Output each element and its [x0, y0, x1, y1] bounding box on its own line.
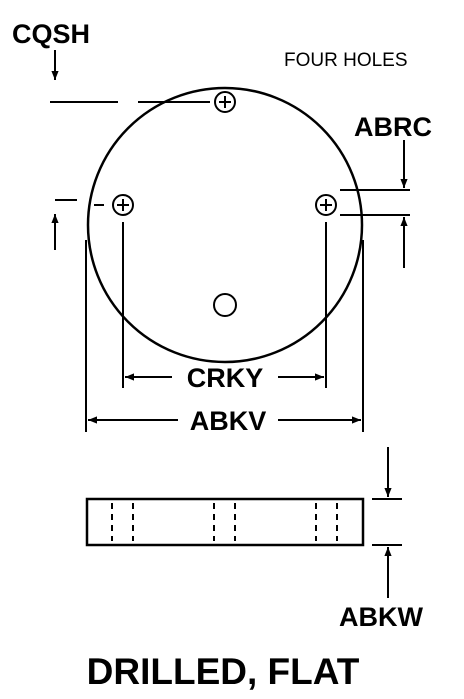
abkw-dimension — [372, 447, 402, 598]
hole-right — [315, 194, 337, 216]
disc-outline — [86, 86, 364, 364]
hole-left — [112, 194, 134, 216]
hole-bottom — [213, 293, 237, 317]
abrc-dimension — [340, 140, 410, 268]
hole-top — [214, 91, 236, 113]
abkv-dimension — [85, 240, 364, 432]
abkv-label: ABKV — [190, 406, 267, 436]
side-view-plate — [85, 497, 365, 547]
cqsh-label: CQSH — [12, 19, 90, 49]
abkw-label: ABKW — [339, 602, 423, 632]
crky-label: CRKY — [187, 363, 264, 393]
abrc-label: ABRC — [354, 112, 432, 142]
four-holes-label: FOUR HOLES — [284, 50, 408, 71]
drawing-title: DRILLED, FLAT — [87, 651, 360, 692]
cqsh-dimension — [50, 50, 210, 250]
crky-dimension — [122, 222, 327, 388]
